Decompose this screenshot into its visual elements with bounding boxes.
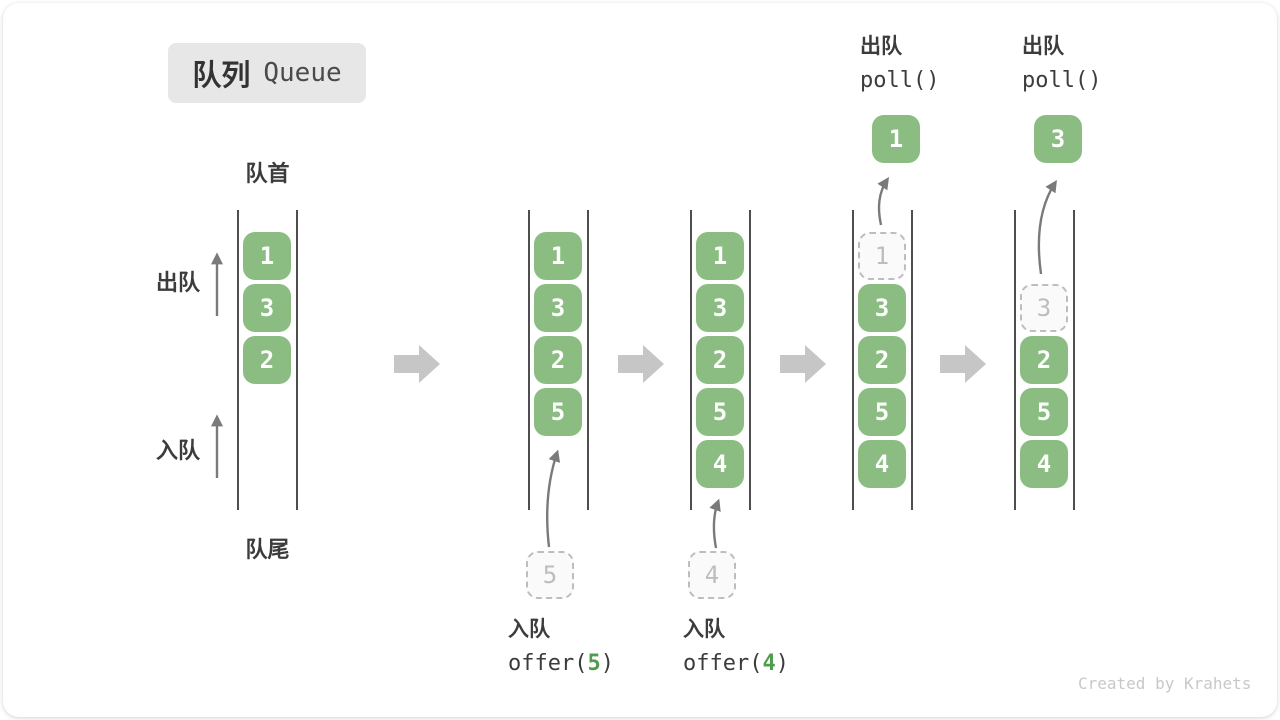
queue-wall-line [296, 210, 298, 510]
popped-item: 1 [872, 115, 920, 163]
queue-item: 2 [858, 336, 906, 384]
enqueue-op-zh: 入队 [683, 618, 725, 641]
queue-wall-line [528, 210, 530, 510]
queue-item: 1 [243, 232, 291, 280]
title-box: 队列 Queue [168, 43, 366, 103]
enqueue-op-label: 入队 offer(5) [508, 616, 614, 678]
queue-item: 3 [534, 284, 582, 332]
enqueue-op-value: 4 [762, 651, 776, 676]
queue-wall-line [1014, 210, 1016, 510]
queue-item: 5 [1020, 388, 1068, 436]
queue-item: 4 [696, 440, 744, 488]
popped-item: 3 [1034, 115, 1082, 163]
queue-item: 1 [534, 232, 582, 280]
queue-item: 5 [696, 388, 744, 436]
enqueue-op-zh: 入队 [508, 618, 550, 641]
enqueue-op-label: 入队 offer(4) [683, 616, 789, 678]
queue-item-removed: 3 [1020, 284, 1068, 332]
queue-wall-line [237, 210, 239, 510]
dequeue-op-label: 出队 poll() [1022, 33, 1101, 95]
queue-wall-line [1073, 210, 1075, 510]
staged-item: 5 [526, 551, 574, 599]
enqueue-op-code: offer(5) [508, 651, 614, 676]
enqueue-side-label: 入队 [155, 438, 200, 463]
enqueue-op-code: offer(4) [683, 651, 789, 676]
staged-item: 4 [688, 551, 736, 599]
dequeue-op-zh: 出队 [860, 35, 902, 58]
watermark: Created by Krahets [1078, 674, 1252, 693]
queue-item: 3 [858, 284, 906, 332]
dequeue-op-code: poll() [1022, 68, 1102, 93]
dequeue-op-label: 出队 poll() [860, 33, 939, 95]
queue-item: 4 [1020, 440, 1068, 488]
queue-wall-line [587, 210, 589, 510]
queue-wall-line [911, 210, 913, 510]
queue-item: 2 [534, 336, 582, 384]
rear-label: 队尾 [245, 537, 290, 562]
title-zh: 队列 [192, 60, 251, 92]
queue-item: 3 [243, 284, 291, 332]
queue-item: 4 [858, 440, 906, 488]
queue-item: 3 [696, 284, 744, 332]
queue-item: 1 [696, 232, 744, 280]
queue-item: 2 [243, 336, 291, 384]
queue-wall-line [852, 210, 854, 510]
queue-item: 2 [1020, 336, 1068, 384]
front-label: 队首 [245, 161, 290, 186]
queue-item: 5 [534, 388, 582, 436]
dequeue-op-code: poll() [860, 68, 940, 93]
queue-wall-line [749, 210, 751, 510]
dequeue-side-label: 出队 [155, 270, 200, 295]
dequeue-op-zh: 出队 [1022, 35, 1064, 58]
diagram-card [3, 3, 1277, 717]
queue-item: 5 [858, 388, 906, 436]
enqueue-op-value: 5 [587, 651, 601, 676]
queue-item-removed: 1 [858, 232, 906, 280]
queue-wall-line [690, 210, 692, 510]
title-en: Queue [263, 58, 342, 88]
queue-item: 2 [696, 336, 744, 384]
